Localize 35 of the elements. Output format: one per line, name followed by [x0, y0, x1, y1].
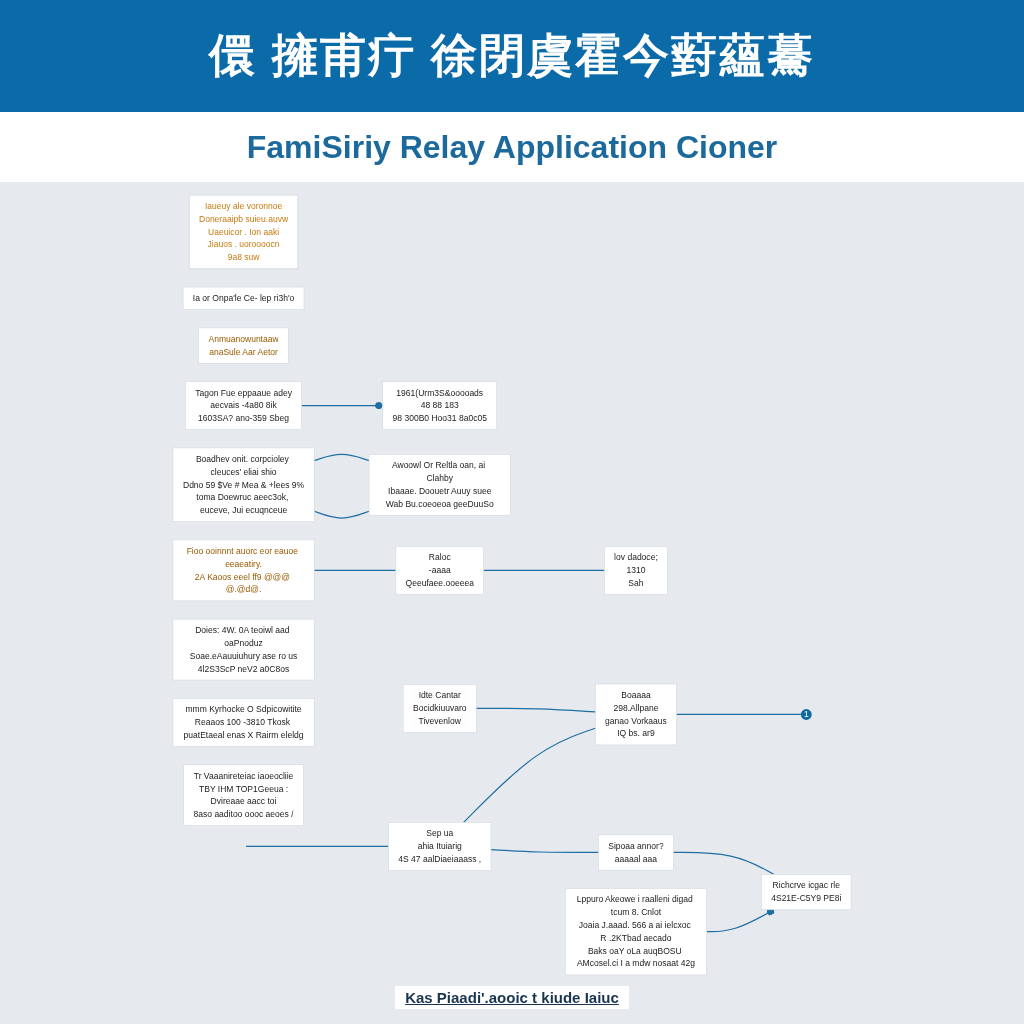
connector	[672, 851, 775, 875]
node-box: Fioo ooinnnt auorc eor eauoe eeaeatiry. 2A Kaoos eeel ff9 @@@ @.@d@.	[172, 539, 315, 602]
connector	[706, 908, 775, 933]
node-box: Iaueuy ale voronnoe Doneraaipb suieu.auvw Uaeuicor . Ion aaki Jiauos . uoroooocn 9a8 suw	[188, 194, 299, 270]
connector	[490, 848, 600, 854]
node-box: Richcrve icgac rle 4S21E-C5Y9 PE8i	[761, 874, 852, 911]
connector	[313, 569, 397, 571]
connector	[675, 713, 803, 716]
node-box: Idte Cantar Bocidkiuuvaro Tivevenlow	[402, 684, 477, 733]
title: 儇 擁甫疔 徐閉虞霍今薱蘊驀	[209, 28, 815, 83]
node-box: Boadhev onit. corpcioley cleuces' eliai shio Ddno 59 $Ve # Mea & +lees 9% toma Doewruc aeec3ok, euceve, Jui ecuqnceue	[172, 447, 315, 522]
node-box: mmm Kyrhocke O Sdpicowitite Reaaos 100 -3810 Tkosk puatEtaeal enas X Rairm eleldg	[172, 698, 315, 747]
node-box: 1961(Urm3S&ooooads 48 88 183 98 300B0 Hoo31 8a0c05	[382, 381, 497, 430]
connector	[313, 453, 370, 462]
node-box: Sipoaa annor? aaaaal aaa	[598, 834, 674, 871]
subtitle: FamiSiriy Relay Application Cioner	[246, 128, 778, 166]
node-box: Boaaaa 298.Allpane ganao Vorkaaus IQ bs. ar9	[595, 683, 677, 746]
connector	[463, 727, 596, 823]
node-box: Raloc -aaaa Qeeufaee.ooeeea	[395, 546, 484, 595]
label-text: Kas Piaadi'.aooic t kiude Iaiuc	[395, 986, 629, 1009]
node-box: Lppuro Akeowe i raalleni digad tcum 8. Cnlot Joaia J.aaad. 566 a ai ielcxoc R .2KTbad aecado Baks oaY oLa auqBOSU AMcosel.ci I a mdw nosaat 42g	[564, 888, 707, 976]
node-box: lov dadoce; 1310 Sah	[604, 546, 668, 595]
node-box: Sep ua ahia Ituiarig 4S 47 aalDiaeiaaass ,	[388, 822, 492, 871]
connector	[483, 569, 605, 571]
node-box: Tagon Fue eppaaue adey aecvais -4a80 8ik 1603SA? ano-359 Sbeg	[185, 381, 302, 430]
connector	[313, 510, 370, 519]
node-box: Doies: 4W. 0A teoiwl aad oaPnoduz Soae.eAauuiuhury ase ro us 4l2S3ScP neV2 a0C8os	[172, 618, 315, 681]
connector	[301, 401, 384, 410]
connector	[245, 845, 390, 847]
node-box: Awoowl Or Reltla oan, ai Clahby Ibaaae. Doouetr Auuy suee Wab Bu.coeoeoa geeDuuSo	[368, 454, 511, 516]
node-circle: 1	[800, 709, 812, 720]
node-box: Anmuanowuntaaw anaSule Aar Aetor	[198, 327, 289, 364]
node-box: Ia or Onpa'le Ce- lep ri3h'o	[182, 286, 305, 310]
node-box: Tr Vaaanireteiac iaoeocliie TBY IHM TOP1Geeua : Dvireaae aacc toi 8aso aaditoo oooc aeoes /	[183, 764, 304, 826]
connector	[475, 707, 596, 713]
